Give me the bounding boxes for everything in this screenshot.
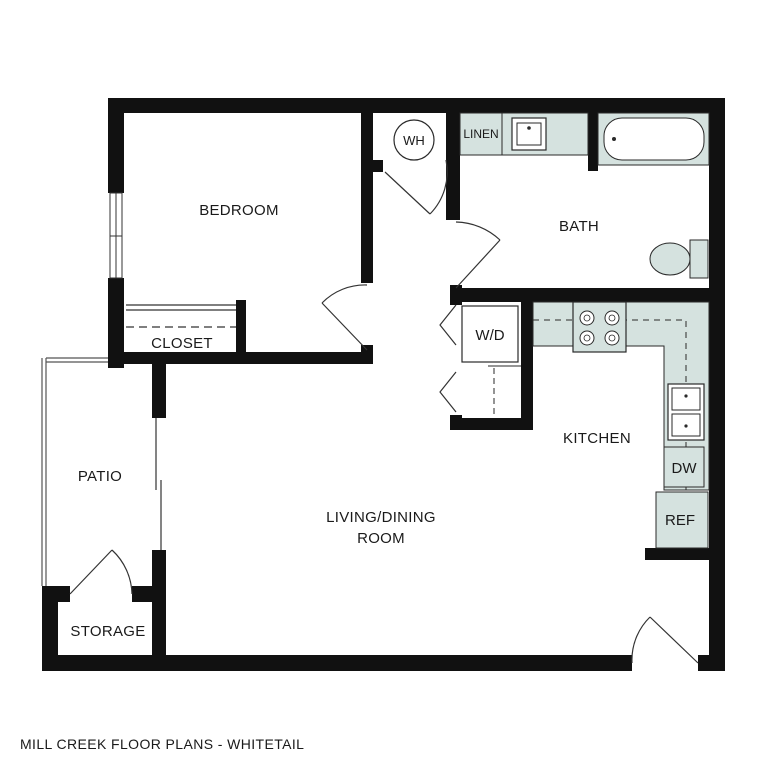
fixture-labels: WH LINEN W/D DW REF xyxy=(403,127,697,529)
refrigerator-label: REF xyxy=(665,512,695,529)
wall-left-bedroom-top xyxy=(108,98,124,193)
bath-fixtures xyxy=(393,112,710,279)
wall-storage-top-left xyxy=(42,586,70,602)
wd-door-upper xyxy=(439,304,457,346)
dishwasher-label: DW xyxy=(672,460,698,477)
patio-outline xyxy=(41,357,108,586)
bedroom-door xyxy=(321,302,368,351)
wall-closet-right xyxy=(236,300,246,360)
washer-dryer-label: W/D xyxy=(475,327,504,344)
toilet-icon xyxy=(649,239,709,279)
water-heater-icon xyxy=(393,119,435,161)
closet-label: CLOSET xyxy=(151,335,213,352)
wall-left-living-bottom xyxy=(152,550,166,670)
living-label-line1: LIVING/DINING xyxy=(326,509,436,526)
kitchen-label: KITCHEN xyxy=(563,430,631,447)
wall-storage-top-right xyxy=(132,586,166,602)
wall-bedroom-right xyxy=(361,113,373,283)
wall-kitchen-ref-bottom xyxy=(645,548,725,560)
plan-caption: MILL CREEK FLOOR PLANS - WHITETAIL xyxy=(20,736,305,752)
closet-shelf xyxy=(126,304,236,328)
wall-right-upper xyxy=(709,98,725,561)
wall-wd-bottom xyxy=(450,418,533,430)
range-icon xyxy=(572,301,627,353)
wh-door xyxy=(384,171,431,215)
kitchen-counter xyxy=(532,301,710,491)
wall-bath-bottom xyxy=(450,288,725,302)
wall-bottom xyxy=(42,655,632,671)
wd-door-lower xyxy=(439,371,457,413)
patio-label: PATIO xyxy=(78,468,122,485)
refrigerator-icon xyxy=(655,491,709,549)
wall-storage-left xyxy=(42,586,58,671)
wall-right-end xyxy=(698,655,725,671)
kitchen-fixtures xyxy=(461,301,710,549)
washer-dryer-icon xyxy=(461,305,519,363)
wall-left-bedroom-bottom xyxy=(108,278,124,368)
walls xyxy=(42,98,725,671)
bath-door xyxy=(455,239,501,289)
entry-door xyxy=(649,616,699,664)
bedroom-label: BEDROOM xyxy=(199,202,279,219)
bedroom-window xyxy=(109,192,123,279)
wall-wd-left-stub xyxy=(450,415,462,430)
wall-bedroom-right-stub xyxy=(361,345,373,364)
water-heater-label: WH xyxy=(403,133,425,148)
wall-tub-divider xyxy=(588,113,598,171)
dishwasher-icon xyxy=(663,446,705,488)
wall-wd-right xyxy=(521,300,533,430)
bath-label: BATH xyxy=(559,218,599,235)
wall-left-living-top xyxy=(152,362,166,418)
doors xyxy=(69,159,699,664)
wall-bath-left-stub xyxy=(450,285,462,305)
patio-sliding-door xyxy=(155,418,162,550)
kitchen-sink-icon xyxy=(667,383,705,441)
living-label-line2: ROOM xyxy=(357,530,405,547)
linen-label: LINEN xyxy=(463,127,498,141)
storage-door xyxy=(69,549,113,595)
wall-wh-left xyxy=(371,160,383,172)
wall-top xyxy=(108,98,725,113)
wall-right-lower xyxy=(709,555,725,671)
wall-wh-right xyxy=(446,113,460,220)
room-labels: BEDROOM BATH CLOSET KITCHEN LIVING/DININ… xyxy=(70,202,631,640)
storage-label: STORAGE xyxy=(70,623,145,640)
